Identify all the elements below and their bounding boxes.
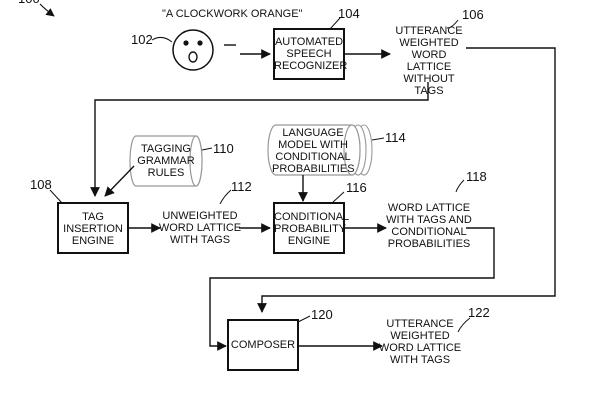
tagging-rules-label: TAGGING GRAMMAR RULES [137, 143, 195, 179]
composer-ref-number: 120 [311, 307, 333, 322]
unweighted-lattice-label: UNWEIGHTED WORD LATTICE WITH TAGS [158, 210, 242, 246]
figure-ref-number: 100 [18, 0, 40, 6]
composer-ref-leader [297, 315, 311, 323]
composer-box [227, 319, 299, 371]
tag-insertion-box [57, 202, 129, 254]
tagged-lattice-label: WORD LATTICE WITH TAGS AND CONDITIONAL P… [386, 202, 472, 250]
tag-engine-ref-leader [49, 189, 63, 204]
tagged-ref-leader [455, 179, 465, 193]
tagging-rules-store-icon [129, 135, 203, 187]
utterance-lattice-ref-number: 106 [462, 7, 484, 22]
speaker-face-icon [172, 29, 214, 71]
conditional-engine-label: CONDITIONAL PROBABILITY ENGINE [274, 211, 350, 247]
conditional-engine-box [273, 202, 345, 254]
speaker-ref-leader [151, 36, 173, 43]
lattice106-ref-leader [446, 19, 459, 29]
utterance-lattice-label: UTTERANCE WEIGHTED WORD LATTICE WITHOUT … [395, 25, 463, 97]
language-model-store-icon [267, 124, 373, 176]
final-lattice-label: UTTERANCE WEIGHTED WORD LATTICE WITH TAG… [378, 318, 462, 366]
final-ref-leader [457, 317, 471, 333]
speaker-ref-number: 102 [131, 32, 153, 47]
rules-ref-leader [201, 147, 213, 151]
asr-ref-leader [329, 17, 341, 30]
speech-recognizer-ref-number: 104 [338, 6, 360, 21]
composer-label: COMPOSER [230, 339, 296, 351]
conditional-engine-ref-number: 116 [346, 180, 367, 195]
lattice-to-tag-engine-connector [90, 82, 429, 197]
conditional-ref-leader [331, 191, 345, 204]
lattice-to-composer-connector [257, 47, 556, 313]
tagged-to-composer-connector [209, 227, 495, 351]
figure-ref-leader [39, 3, 55, 17]
tagged-lattice-ref-number: 118 [466, 169, 487, 184]
unweighted-ref-leader [219, 189, 232, 205]
final-lattice-ref-number: 122 [468, 305, 490, 320]
tag-insertion-ref-number: 108 [30, 177, 52, 192]
language-model-label: LANGUAGE MODEL WITH CONDITIONAL PROBABIL… [272, 127, 355, 175]
language-model-ref-number: 114 [385, 130, 406, 145]
tag-insertion-label: TAG INSERTION ENGINE [63, 211, 123, 247]
speech-recognizer-label: AUTOMATED SPEECH RECOGNIZER [274, 36, 348, 72]
utterance-quote: "A CLOCKWORK ORANGE" [162, 8, 303, 20]
lm-ref-leader [371, 137, 385, 141]
tagging-rules-ref-number: 110 [213, 141, 234, 156]
rules-to-tag-engine-arrow [104, 165, 135, 197]
unweighted-lattice-ref-number: 112 [231, 179, 252, 194]
